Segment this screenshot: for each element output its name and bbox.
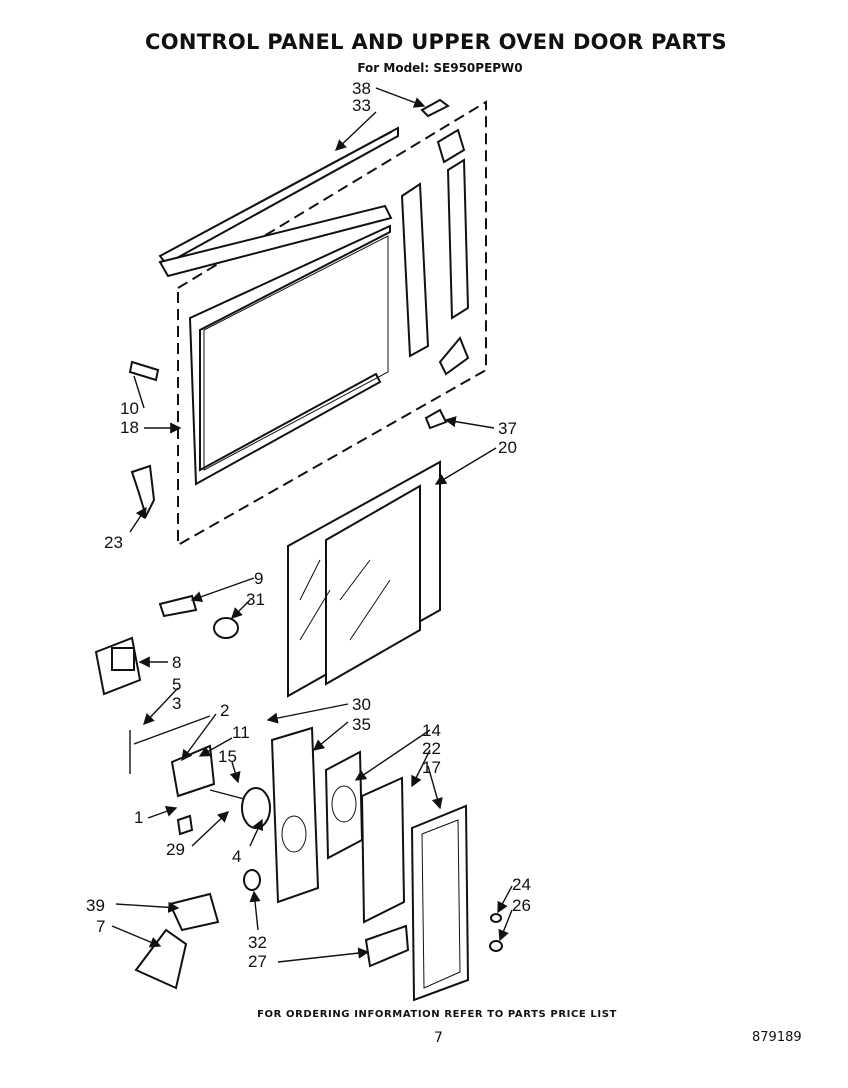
shaft <box>209 789 249 801</box>
model-subtitle: For Model: SE950PEPW0 <box>357 61 523 75</box>
callout-35: 35 <box>352 715 371 734</box>
callout-38: 38 <box>352 79 371 98</box>
valve-assembly <box>170 744 216 798</box>
screw-24 <box>490 913 502 923</box>
page-title: CONTROL PANEL AND UPPER OVEN DOOR PARTS <box>145 30 727 54</box>
bottom-bracket <box>438 336 470 376</box>
knob <box>213 617 239 639</box>
screw-26 <box>489 940 503 952</box>
document-number: 879189 <box>752 1030 802 1045</box>
callout-30: 30 <box>352 695 371 714</box>
callout-18: 18 <box>120 418 139 437</box>
upper-panel-bar <box>158 204 393 278</box>
door-frame <box>188 224 391 486</box>
callout-29: 29 <box>166 840 185 859</box>
glass-panes <box>287 460 441 698</box>
leader-lines <box>111 87 513 963</box>
right-side-channel <box>446 158 470 320</box>
callout-labels: 38 33 10 18 23 37 20 9 31 8 5 3 2 11 15 … <box>86 79 531 971</box>
callout-10: 10 <box>120 399 139 418</box>
glass-insert <box>360 776 406 924</box>
trim-frame <box>410 804 470 1002</box>
callout-5: 5 <box>172 675 181 694</box>
door-assembly-outline <box>177 100 487 547</box>
callout-14: 14 <box>422 721 441 740</box>
callout-31: 31 <box>246 590 265 609</box>
callout-9: 9 <box>254 569 263 588</box>
top-bracket <box>436 128 466 164</box>
callout-8: 8 <box>172 653 181 672</box>
callout-4: 4 <box>232 847 241 866</box>
callout-1: 1 <box>134 808 143 827</box>
page-number: 7 <box>434 1030 443 1046</box>
callout-39: 39 <box>86 896 105 915</box>
thermostat-switch <box>158 594 198 618</box>
control-panel <box>270 726 320 904</box>
callout-27: 27 <box>248 952 267 971</box>
callout-33: 33 <box>352 96 371 115</box>
ordering-note: FOR ORDERING INFORMATION REFER TO PARTS … <box>257 1009 617 1020</box>
switch-plate <box>364 924 410 968</box>
selector-knob <box>243 869 261 891</box>
clock-module <box>324 750 364 860</box>
callout-2: 2 <box>220 701 229 720</box>
callout-15: 15 <box>218 747 237 766</box>
callout-24: 24 <box>512 875 531 894</box>
callout-7: 7 <box>96 917 105 936</box>
callout-17: 17 <box>422 758 441 777</box>
mounting-bracket <box>168 892 220 932</box>
left-side-channel <box>400 182 430 358</box>
callout-20: 20 <box>498 438 517 457</box>
actuator-rods <box>129 715 211 774</box>
top-clip <box>420 98 450 118</box>
callout-11: 11 <box>232 723 250 742</box>
transformer <box>94 636 142 696</box>
hinge-screw <box>128 360 160 382</box>
door-hinge <box>130 464 156 519</box>
bulb <box>176 814 194 836</box>
callout-32: 32 <box>248 933 267 952</box>
callout-3: 3 <box>172 694 181 713</box>
callout-37: 37 <box>498 419 517 438</box>
disc <box>241 787 271 829</box>
callout-23: 23 <box>104 533 123 552</box>
side-clip <box>424 408 448 430</box>
callout-26: 26 <box>512 896 531 915</box>
callout-22: 22 <box>422 739 441 758</box>
